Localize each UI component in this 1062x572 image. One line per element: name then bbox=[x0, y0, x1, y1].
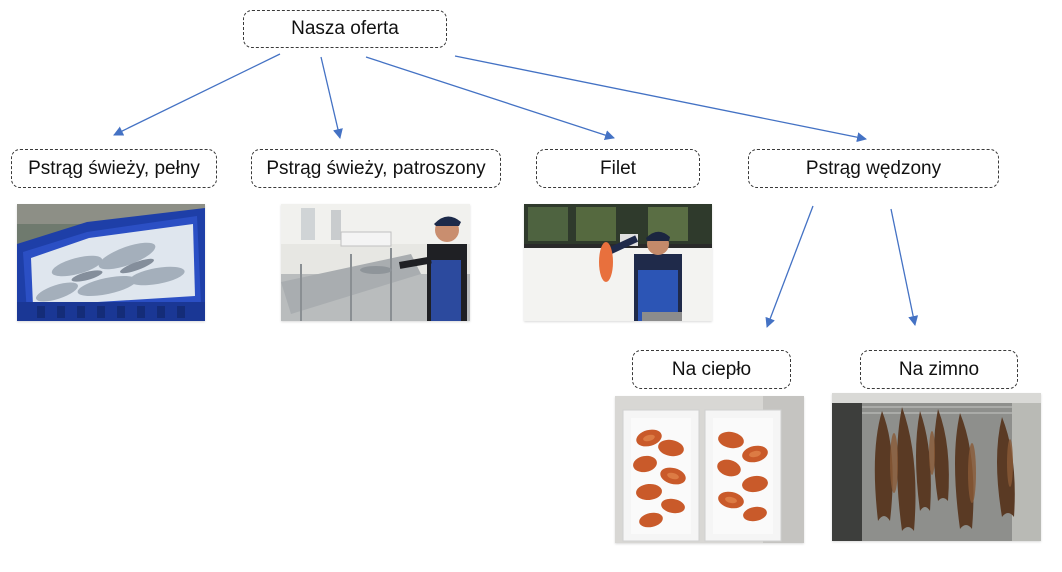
photo-cold-smoked bbox=[832, 393, 1041, 541]
category-node-fresh-whole: Pstrąg świeży, pełny bbox=[11, 149, 217, 188]
arrow-root-to-fresh-gutted bbox=[320, 56, 343, 139]
arrow-root-to-fillet bbox=[365, 56, 615, 140]
arrow-root-to-smoked bbox=[454, 55, 867, 143]
category-node-fillet: Filet bbox=[536, 149, 700, 188]
category-node-fresh-gutted: Pstrąg świeży, patroszony bbox=[251, 149, 501, 188]
photo-hot-smoked bbox=[615, 396, 804, 543]
photo-fresh-whole-trout bbox=[17, 204, 205, 321]
photo-fillet bbox=[524, 204, 712, 321]
subcategory-node-cold: Na zimno bbox=[860, 350, 1018, 389]
subcategory-node-hot: Na ciepło bbox=[632, 350, 791, 389]
category-node-smoked: Pstrąg wędzony bbox=[748, 149, 999, 188]
arrow-root-to-fresh-whole bbox=[113, 53, 281, 136]
photo-fresh-gutted-trout bbox=[281, 204, 470, 321]
root-node: Nasza oferta bbox=[243, 10, 447, 48]
arrow-smoked-to-cold bbox=[890, 208, 919, 326]
arrow-smoked-to-hot bbox=[765, 205, 814, 328]
